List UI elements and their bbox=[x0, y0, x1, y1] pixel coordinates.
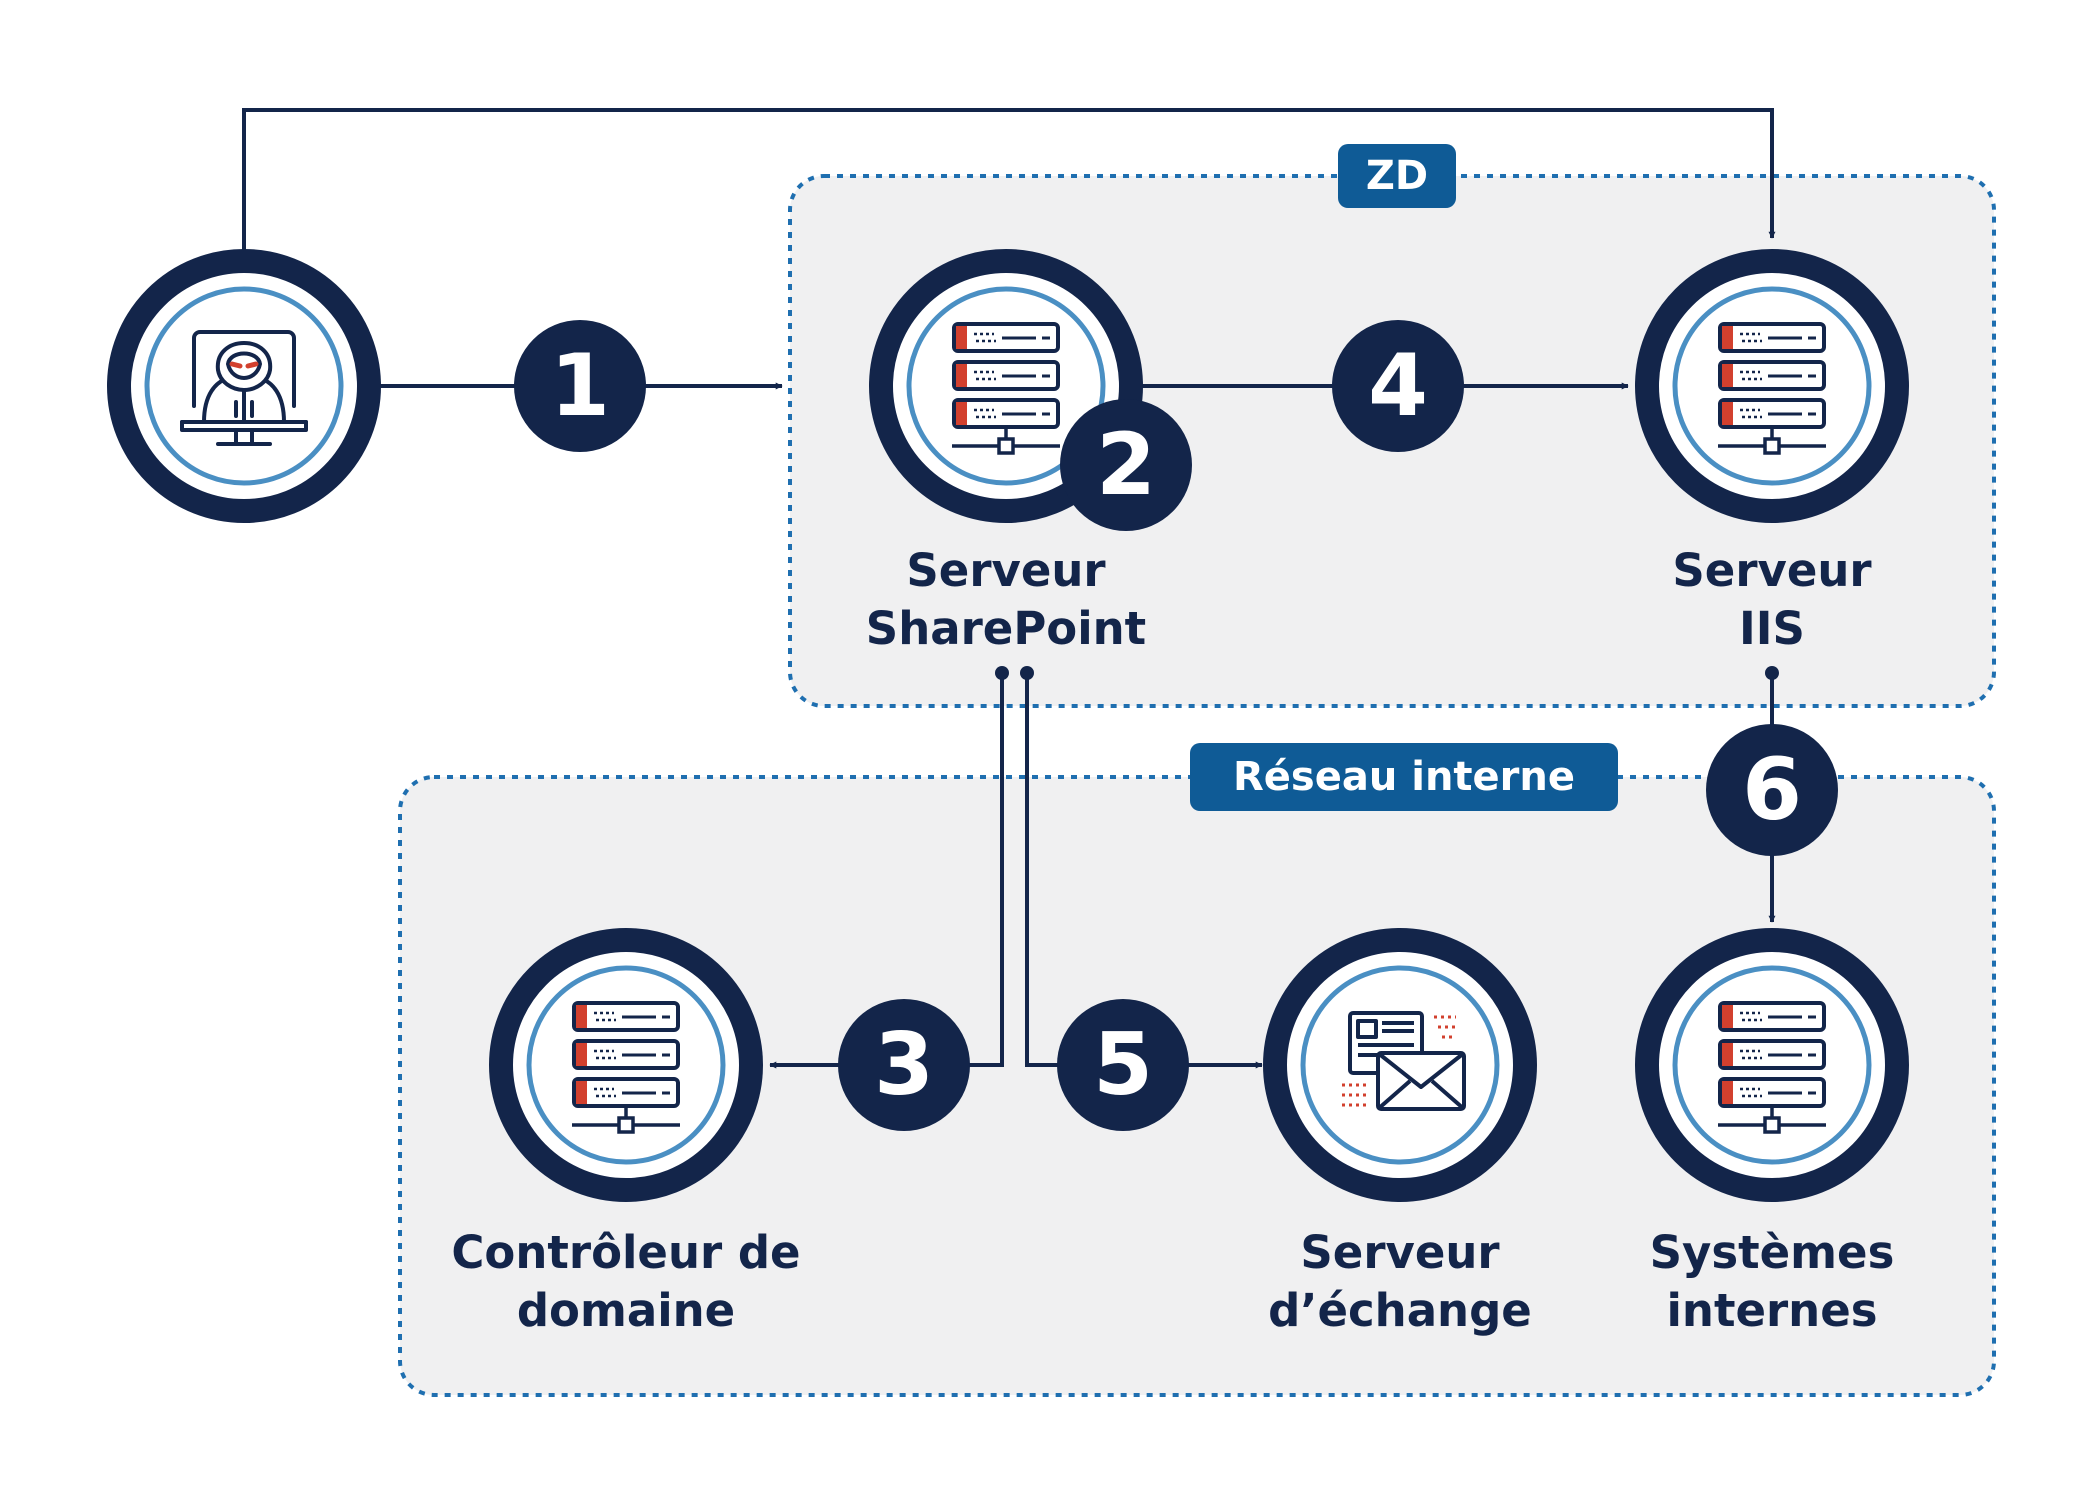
mail-envelope-icon bbox=[1342, 1011, 1466, 1111]
iis-server-label: Serveur IIS bbox=[1572, 542, 1972, 658]
internal-systems-label-line2: internes bbox=[1666, 1284, 1878, 1337]
domain-controller-label: Contrôleur de domaine bbox=[406, 1224, 846, 1340]
step-6-badge: 6 bbox=[1706, 724, 1838, 856]
step-2-number: 2 bbox=[1096, 415, 1156, 515]
step-4-badge: 4 bbox=[1332, 320, 1464, 452]
sharepoint-server-label: Serveur SharePoint bbox=[806, 542, 1206, 658]
step-5-badge: 5 bbox=[1057, 999, 1189, 1131]
step-4-number: 4 bbox=[1368, 336, 1428, 436]
connector-attacker-to-iis bbox=[242, 108, 1776, 250]
iis-server-node bbox=[1647, 261, 1897, 511]
step-1-badge: 1 bbox=[514, 320, 646, 452]
sharepoint-server-label-line1: Serveur bbox=[906, 544, 1106, 597]
attacker-node bbox=[119, 261, 369, 511]
exchange-server-node bbox=[1275, 940, 1525, 1190]
step-6-number: 6 bbox=[1742, 740, 1802, 840]
exchange-server-label-line2: d’échange bbox=[1268, 1284, 1532, 1337]
step-5-number: 5 bbox=[1093, 1015, 1153, 1115]
sharepoint-server-label-line2: SharePoint bbox=[865, 602, 1147, 655]
step-3-badge: 3 bbox=[838, 999, 970, 1131]
internal-network-zone-tag: Réseau interne bbox=[1190, 743, 1618, 811]
dmz-zone-tag: ZD bbox=[1338, 144, 1456, 208]
internal-systems-label: Systèmes internes bbox=[1572, 1224, 1972, 1340]
step-3-number: 3 bbox=[874, 1015, 934, 1115]
internal-systems-label-line1: Systèmes bbox=[1649, 1226, 1895, 1279]
internal-network-zone bbox=[398, 775, 1996, 1397]
connector-dots bbox=[995, 666, 1779, 680]
exchange-server-label: Serveur d’échange bbox=[1200, 1224, 1600, 1340]
domain-controller-node bbox=[501, 940, 751, 1190]
iis-server-label-line2: IIS bbox=[1739, 602, 1805, 655]
domain-controller-label-line2: domaine bbox=[516, 1284, 736, 1337]
domain-controller-label-line1: Contrôleur de bbox=[451, 1226, 801, 1279]
iis-server-label-line1: Serveur bbox=[1672, 544, 1872, 597]
step-1-number: 1 bbox=[550, 336, 610, 436]
exchange-server-label-line1: Serveur bbox=[1300, 1226, 1500, 1279]
hooded-hacker-monitor-icon bbox=[180, 330, 308, 446]
step-2-badge: 2 bbox=[1060, 399, 1192, 531]
internal-systems-node bbox=[1647, 940, 1897, 1190]
